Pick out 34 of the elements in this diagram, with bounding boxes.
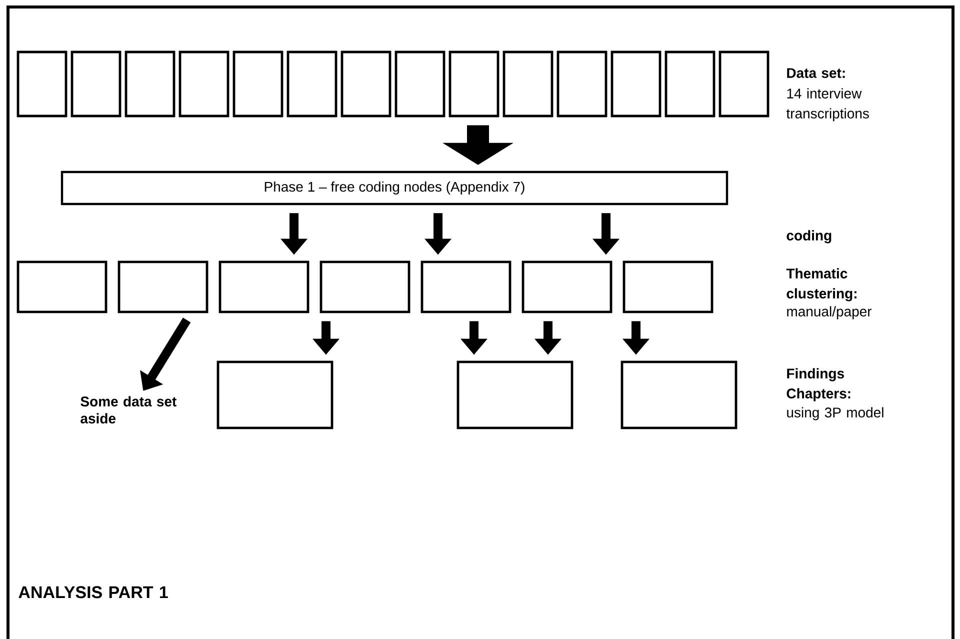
side-label: Data set: (787, 68, 845, 78)
note-text: Some data set aside (80, 396, 176, 424)
transcript-box (556, 50, 608, 118)
transcript-box (178, 50, 230, 118)
side-label: Thematic clustering: (786, 268, 856, 302)
transcript-box (394, 50, 446, 118)
transcript-box (718, 50, 770, 118)
box (218, 260, 310, 314)
box (622, 260, 714, 314)
chapter-box (456, 360, 574, 430)
transcript-box (340, 50, 392, 118)
transcript-box (610, 50, 662, 118)
side-label: Findings Chapters: (786, 368, 850, 402)
box (16, 260, 108, 314)
transcript-box (502, 50, 554, 118)
side-label: coding (786, 230, 832, 244)
heading: ANALYSIS PART 1 (18, 586, 168, 598)
box (522, 260, 612, 314)
transcript-box (448, 50, 500, 118)
transcript-box (664, 50, 716, 118)
transcript-box (124, 50, 176, 118)
chapter-box (216, 360, 334, 430)
box (420, 260, 512, 314)
box (320, 260, 410, 314)
side-label: using 3P model (787, 407, 884, 420)
transcript-box (286, 50, 338, 118)
box (118, 260, 208, 314)
transcript-box (70, 50, 122, 118)
transcript-box (16, 50, 68, 118)
phase-box: Phase 1 – free coding nodes (Appendix 7) (60, 170, 728, 206)
side-label: 14 interview transcriptions (786, 88, 869, 122)
transcript-box (232, 50, 284, 118)
side-label: manual/paper (787, 306, 872, 320)
chapter-box (620, 360, 738, 430)
